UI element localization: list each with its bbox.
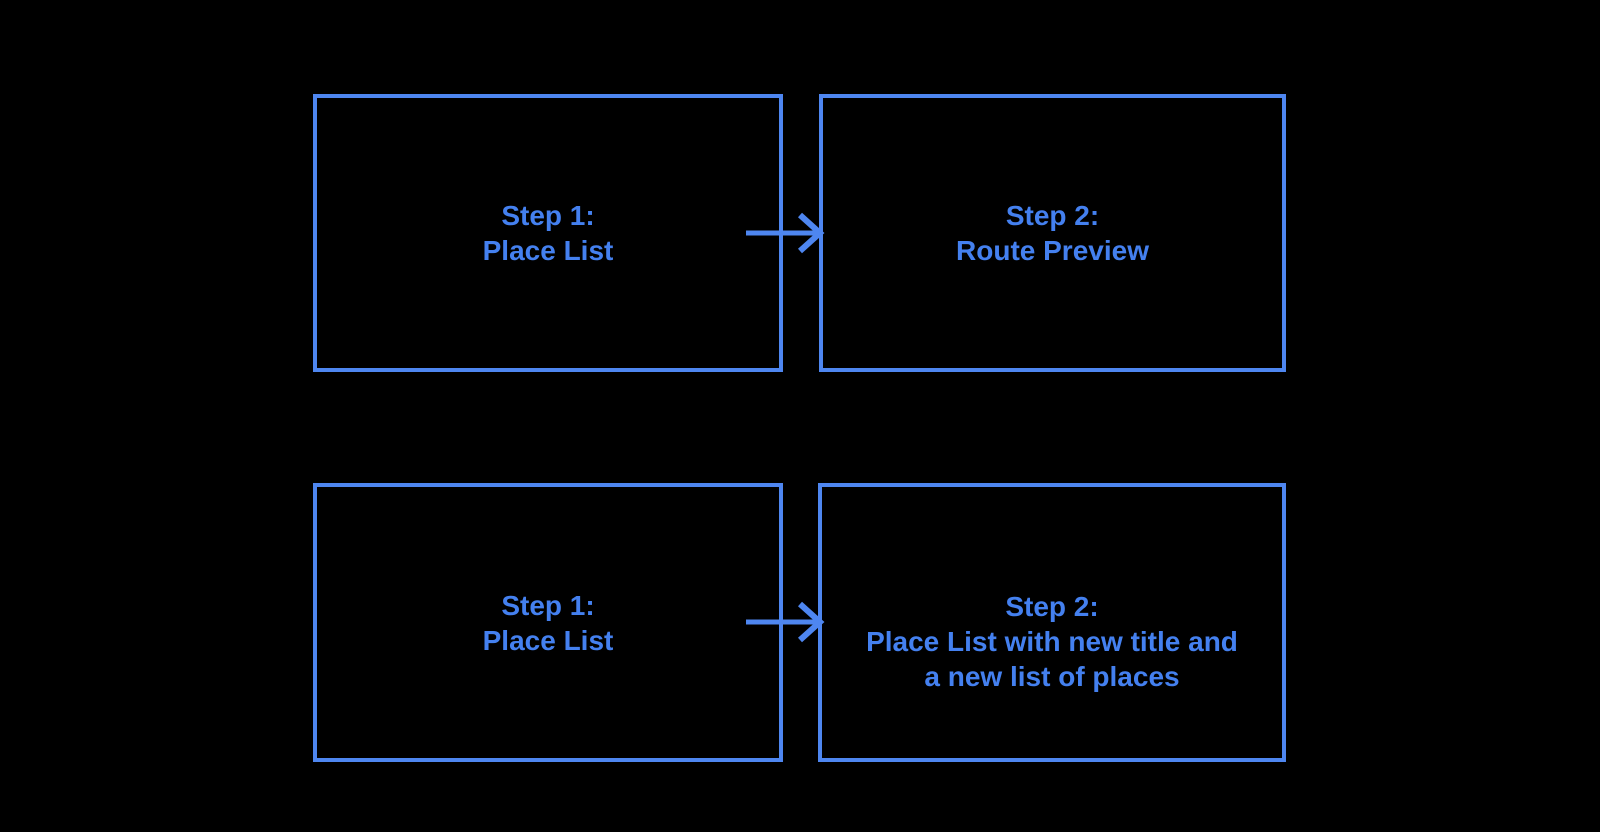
step-box-bottom-right: Step 2: Place List with new title and a …	[818, 483, 1286, 762]
step-box-label: Step 2: Place List with new title and a …	[822, 589, 1282, 694]
step-box-top-right: Step 2: Route Preview	[819, 94, 1286, 372]
step-box-label: Step 1: Place List	[317, 198, 779, 268]
step-box-label: Step 1: Place List	[317, 588, 779, 658]
box-label-line: a new list of places	[924, 661, 1180, 692]
box-label-line: Place List	[482, 624, 614, 656]
box-label-line: Step 2:	[1005, 200, 1100, 231]
right-arrow-icon	[746, 601, 825, 643]
box-label-line: Step 2:	[1005, 591, 1099, 622]
right-arrow-icon	[746, 212, 825, 254]
step-box-top-left: Step 1: Place List	[313, 94, 783, 372]
box-label-line: Step 1:	[501, 589, 595, 621]
box-label-line: Route Preview	[956, 235, 1149, 266]
box-label-line: Step 1:	[501, 200, 595, 231]
box-label-line: Place List	[482, 235, 614, 266]
step-box-label: Step 2: Route Preview	[823, 198, 1282, 268]
box-label-line: Place List with new title and	[866, 626, 1238, 657]
step-box-bottom-left: Step 1: Place List	[313, 483, 783, 762]
